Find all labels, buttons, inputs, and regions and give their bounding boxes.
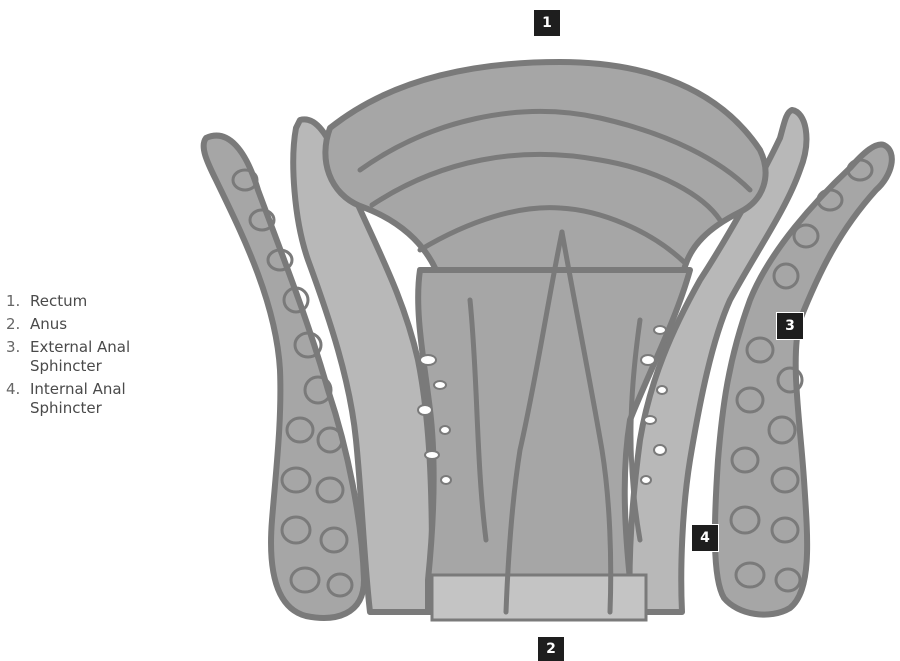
marker-rectum: 1 (534, 10, 560, 36)
marker-anus: 2 (538, 637, 564, 661)
anal-opening-floor (432, 575, 646, 620)
marker-internal-sphincter: 4 (691, 524, 719, 552)
rectum (325, 62, 765, 270)
marker-external-sphincter: 3 (776, 312, 804, 340)
